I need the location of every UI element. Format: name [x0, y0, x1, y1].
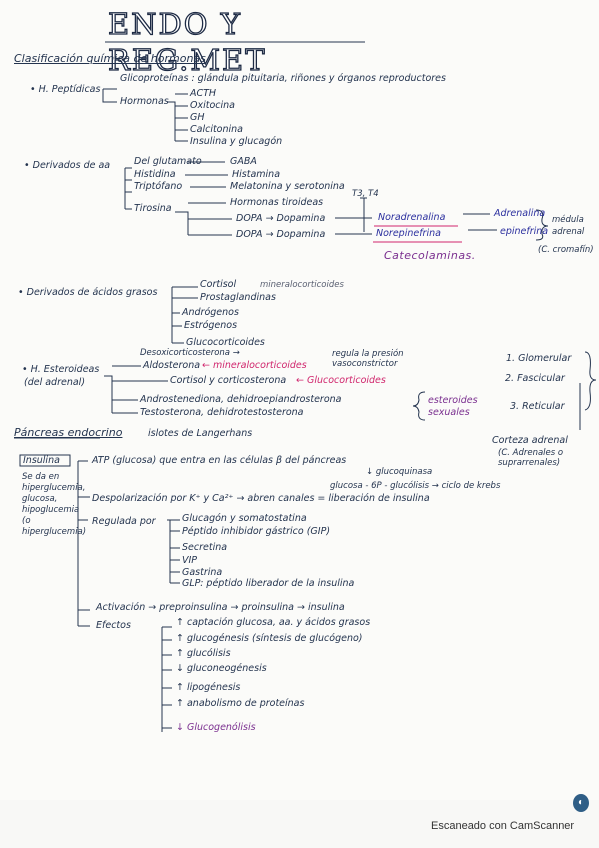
- section-heading-classification: Clasificación química de hormonas: [14, 52, 206, 65]
- regulator-item: VIP: [182, 555, 198, 566]
- atp-text: ATP (glucosa) que entra en las células β…: [92, 455, 347, 466]
- aa-product: Hormonas tiroideas: [230, 197, 324, 208]
- norepinefrina-text: Norepinefrina: [376, 228, 441, 239]
- glucoquinasa-text: ↓ glucoquinasa: [366, 467, 433, 477]
- regulator-item: Péptido inhibidor gástrico (GIP): [182, 526, 331, 537]
- scanner-footer: Escaneado con CamScanner: [431, 820, 575, 832]
- insulina-label: Insulina: [23, 455, 60, 466]
- peptide-item: Calcitonina: [190, 124, 243, 135]
- aa-source: Histidina: [134, 169, 176, 180]
- cromafin-note: (C. cromafín): [538, 245, 594, 255]
- glicoproteinas-text: Glicoproteínas : glándula pituitaria, ri…: [120, 73, 446, 84]
- effect-item: ↑ captación glucosa, aa. y ácidos grasos: [176, 617, 371, 628]
- section-heading-pancreas: Páncreas endocrino: [14, 426, 123, 439]
- effect-item: ↑ glucogénesis (síntesis de glucógeno): [176, 633, 363, 644]
- lipid-item: Andrógenos: [182, 307, 239, 318]
- androstenediona-text: Androstenediona, dehidroepiandrosterona: [140, 394, 342, 405]
- effect-item: ↑ lipogénesis: [176, 682, 241, 693]
- acidos-grasos-label: • Derivados de ácidos grasos: [18, 287, 158, 298]
- catecolaminas-label: Catecolaminas.: [384, 249, 476, 262]
- aa-source: Triptófano: [134, 181, 183, 192]
- effect-item: ↑ anabolismo de proteínas: [176, 698, 305, 709]
- desoxicorticosterona-text: Desoxicorticosterona →: [140, 348, 240, 358]
- aa-source: Del glutamato: [134, 156, 202, 167]
- cortisol-note: mineralocorticoides: [260, 280, 344, 290]
- aa-product: GABA: [230, 156, 257, 167]
- aa-product: Melatonina y serotonina: [230, 181, 345, 192]
- hormonas-label: Hormonas: [120, 96, 169, 107]
- mineralocorticoides-text: ← mineralocorticoides: [202, 360, 307, 371]
- regulator-item: Secretina: [182, 542, 228, 553]
- aa-product: Histamina: [232, 169, 281, 180]
- peptide-item: Insulina y glucagón: [190, 136, 283, 147]
- esteroideas-label: • H. Esteroideas: [22, 364, 100, 375]
- epinefrina-text: epinefrina: [500, 226, 549, 237]
- lipid-item: Glucocorticoides: [186, 337, 265, 348]
- regulator-item: Glucagón y somatostatina: [182, 513, 307, 524]
- derivados-aa-label: • Derivados de aa: [24, 160, 111, 171]
- peptidicas-label: • H. Peptídicas: [30, 84, 101, 95]
- lipid-item: Cortisol: [200, 279, 237, 290]
- esteroideas-sub: (del adrenal): [24, 377, 86, 388]
- cortisol-text: Cortisol y corticosterona: [170, 375, 287, 386]
- corteza-adrenal-label: Corteza adrenal: [492, 435, 568, 446]
- effect-item: ↓ Glucogenólisis: [176, 722, 256, 733]
- effect-item: ↑ glucólisis: [176, 648, 231, 659]
- page-title: ENDO Y REG.MET: [107, 6, 267, 77]
- zona-item: 1. Glomerular: [506, 353, 572, 364]
- notebook-paper: ENDO Y REG.MET: [14, 6, 597, 733]
- regulator-item: Gastrina: [182, 567, 223, 578]
- camscanner-logo-icon: ◐: [573, 794, 589, 812]
- aldosterona-text: Aldosterona: [143, 360, 201, 371]
- efectos-label: Efectos: [96, 620, 131, 631]
- corteza-adrenal-sub: (C. Adrenales o suprarrenales): [498, 448, 564, 468]
- zona-item: 3. Reticular: [510, 401, 565, 412]
- despolarizacion-text: Despolarización por K⁺ y Ca²⁺ → abren ca…: [92, 493, 430, 504]
- activacion-text: Activación → preproinsulina → proinsulin…: [96, 602, 345, 613]
- aldosterona-note: regula la presión vasoconstrictor: [332, 349, 404, 369]
- islotes-text: islotes de Langerhans: [148, 428, 253, 439]
- peptide-item: GH: [190, 112, 205, 123]
- adrenalina-text: Adrenalina: [494, 208, 546, 219]
- noradrenalina-text: Noradrenalina: [378, 212, 446, 223]
- esteroides-sexuales-label: esteroides sexuales: [428, 395, 478, 418]
- t3-t4-label: T3, T4: [352, 189, 379, 199]
- medula-adrenal-note: médula adrenal: [552, 215, 585, 237]
- effect-item: ↓ gluconeogénesis: [176, 663, 267, 674]
- dopa-dopamina-1: DOPA → Dopamina: [236, 213, 326, 224]
- peptide-item: Oxitocina: [190, 100, 235, 111]
- peptide-item: ACTH: [190, 88, 217, 99]
- dopa-dopamina-2: DOPA → Dopamina: [236, 229, 326, 240]
- regulada-label: Regulada por: [92, 516, 156, 527]
- zona-item: 2. Fascicular: [505, 373, 565, 384]
- testosterona-text: Testosterona, dehidrotestosterona: [140, 407, 304, 418]
- glucocorticoides-text: ← Glucocorticoides: [296, 375, 386, 386]
- lipid-item: Estrógenos: [184, 320, 238, 331]
- glucosa6p-text: glucosa - 6P - glucólisis → ciclo de kre…: [330, 481, 501, 491]
- aa-source: Tirosina: [134, 203, 172, 214]
- lipid-item: Prostaglandinas: [200, 292, 276, 303]
- regulator-item: GLP: péptido liberador de la insulina: [182, 578, 355, 589]
- se-da-note: Se da en hiperglucemia, glucosa, hipoglu…: [22, 472, 87, 537]
